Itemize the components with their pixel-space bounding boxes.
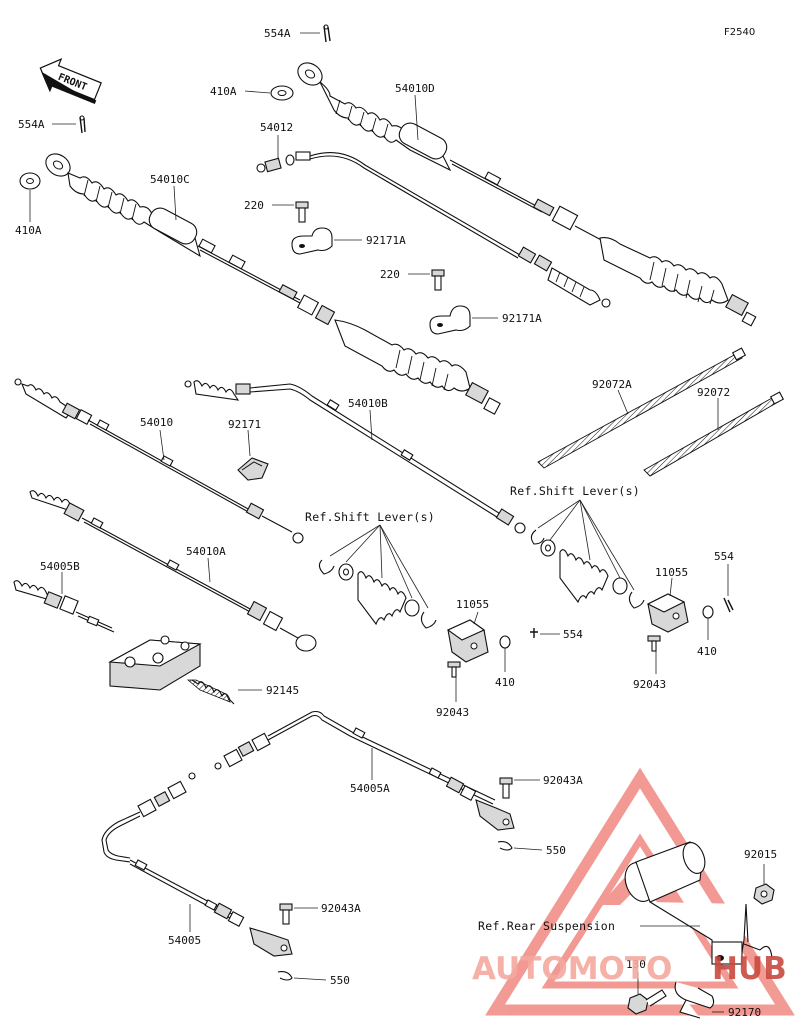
ref-rear-suspension: Ref.Rear Suspension <box>478 919 615 933</box>
front-arrow-icon: FRONT <box>39 58 102 105</box>
watermark-word-a: AUTOMOTO <box>472 951 672 987</box>
cable-54005 <box>101 772 293 981</box>
cable-54010D <box>297 62 757 327</box>
label-92043-right: 92043 <box>633 678 666 691</box>
cable-54012 <box>256 151 611 308</box>
label-410A-left: 410A <box>15 224 42 237</box>
washer-410A-top <box>244 85 294 101</box>
label-92171: 92171 <box>228 418 261 431</box>
label-92171A-b: 92171A <box>502 312 542 325</box>
bolt-130 <box>627 972 667 1015</box>
clamp-92171A-a <box>291 227 362 255</box>
shift-assembly-right <box>530 529 734 652</box>
cable-tie-92072 <box>643 391 785 477</box>
label-550-b: 550 <box>330 974 350 987</box>
nut-92015 <box>753 864 775 905</box>
ref-shift-lever-mid: Ref.Shift Lever(s) <box>305 510 435 524</box>
label-92170: 92170 <box>728 1006 761 1019</box>
clamp-92171A-b <box>429 305 498 335</box>
cable-54010 <box>14 378 304 544</box>
label-220-a: 220 <box>244 199 264 212</box>
label-92015: 92015 <box>744 848 777 861</box>
cable-54010A <box>29 490 317 652</box>
label-54005: 54005 <box>168 934 201 947</box>
label-554-right: 554 <box>714 550 734 563</box>
bolt-220-b <box>408 269 445 291</box>
label-92043A-b: 92043A <box>321 902 361 915</box>
shift-assembly-mid <box>318 559 538 678</box>
cotter-pin-554A-left <box>52 115 86 134</box>
label-92072: 92072 <box>697 386 730 399</box>
label-92171A-a: 92171A <box>366 234 406 247</box>
clip-92170 <box>674 981 724 1019</box>
label-54010D: 54010D <box>395 82 435 95</box>
label-54005A: 54005A <box>350 782 390 795</box>
spring-92145 <box>186 679 262 705</box>
watermark-word-b: HUB <box>712 951 787 987</box>
label-54010: 54010 <box>140 416 173 429</box>
label-410-mid: 410 <box>495 676 515 689</box>
label-554-mid: 554 <box>563 628 583 641</box>
cable-54005B <box>13 580 202 691</box>
label-11055-right: 11055 <box>655 566 688 579</box>
label-410A-top: 410A <box>210 85 237 98</box>
label-11055-mid: 11055 <box>456 598 489 611</box>
cable-54010B <box>184 380 526 534</box>
label-54010C: 54010C <box>150 173 190 186</box>
clamp-92171 <box>237 429 269 481</box>
label-54005B: 54005B <box>40 560 80 573</box>
watermark-text: AUTOMOTO HUB <box>472 951 787 987</box>
label-92145: 92145 <box>266 684 299 697</box>
cable-54005A <box>214 710 515 851</box>
cable-54010C <box>45 153 501 415</box>
ref-shift-lever-right: Ref.Shift Lever(s) <box>510 484 640 498</box>
label-92072A: 92072A <box>592 378 632 391</box>
label-410-right: 410 <box>697 645 717 658</box>
label-220-b: 220 <box>380 268 400 281</box>
washer-410A-left <box>19 172 41 222</box>
label-54010A: 54010A <box>186 545 226 558</box>
label-54010B: 54010B <box>348 397 388 410</box>
label-54012: 54012 <box>260 121 293 134</box>
label-92043A-a: 92043A <box>543 774 583 787</box>
label-554A-top: 554A <box>264 27 291 40</box>
label-554A-left: 554A <box>18 118 45 131</box>
label-130: 130 <box>626 958 646 971</box>
diagram-code: F2540 <box>724 27 755 38</box>
label-92043-mid: 92043 <box>436 706 469 719</box>
cotter-pin-554A-top <box>300 24 331 43</box>
cable-tie-92072A <box>537 347 747 469</box>
bolt-220-a <box>272 201 309 223</box>
rear-suspension-bracket <box>624 841 773 965</box>
label-550-a: 550 <box>546 844 566 857</box>
